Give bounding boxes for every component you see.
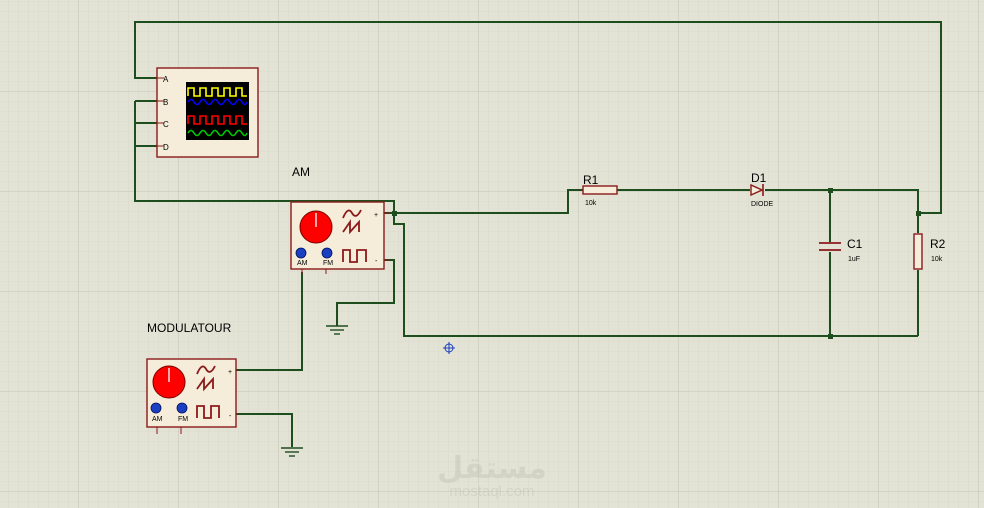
ground-symbol-am[interactable] — [326, 325, 348, 335]
wire-return[interactable] — [393, 213, 918, 337]
resistor-r1-ref: R1 — [583, 173, 599, 187]
wire-mod-to-am[interactable] — [236, 272, 303, 371]
wires — [134, 21, 942, 447]
resistor-r2-ref: R2 — [930, 237, 946, 251]
junctions — [392, 188, 921, 339]
am-waveform-icons — [342, 209, 367, 263]
scope-channel-c: C — [163, 120, 169, 129]
am-knob-am-label: AM — [297, 260, 308, 267]
scope-channel-a: A — [163, 75, 169, 84]
am-plus-label: + — [374, 212, 378, 219]
diode-d1-value: DIODE — [751, 201, 774, 208]
scope-channel-d: D — [163, 143, 169, 152]
am-generator[interactable]: AM FM + - — [290, 201, 390, 274]
am-label: AM — [292, 165, 310, 179]
trace-a — [187, 87, 247, 97]
watermark-arabic: مستقل — [437, 451, 547, 486]
junction-dot — [392, 211, 397, 216]
scope-traces — [187, 87, 248, 137]
wire-am-to-r1[interactable] — [384, 189, 583, 214]
trace-c — [187, 115, 247, 125]
modulator-knob-fm-label: FM — [178, 416, 188, 423]
wire-d1-to-r2[interactable] — [765, 189, 919, 233]
wire-scope-to-am[interactable] — [134, 101, 395, 213]
modulator-label: MODULATOUR — [147, 321, 232, 335]
junction-dot — [828, 188, 833, 193]
watermark: مستقل mostaql.com — [437, 451, 547, 500]
wire-am-ground[interactable] — [336, 259, 395, 326]
junction-dot — [916, 211, 921, 216]
modulator-minus-label: - — [229, 413, 232, 420]
modulator-generator[interactable]: AM FM + - — [146, 358, 237, 434]
modulator-knob-am[interactable] — [150, 402, 162, 414]
trace-d — [187, 129, 248, 137]
modulator-knob-am-label: AM — [152, 416, 163, 423]
am-knob-am[interactable] — [295, 247, 307, 259]
ground-symbol-modulator[interactable] — [281, 447, 303, 457]
oscilloscope[interactable]: A B C D — [156, 67, 259, 158]
resistor-r2[interactable]: R2 10k — [913, 233, 946, 270]
am-knob-fm-label: FM — [323, 260, 333, 267]
modulator-waveform-icons — [196, 365, 220, 419]
am-minus-label: - — [375, 258, 378, 265]
resistor-r1[interactable]: R1 10k — [582, 173, 618, 207]
capacitor-c1-ref: C1 — [847, 237, 863, 251]
diode-d1[interactable]: D1 DIODE — [750, 171, 774, 208]
junction-dot — [828, 334, 833, 339]
diode-d1-triangle — [750, 183, 764, 197]
diode-d1-ref: D1 — [751, 171, 767, 185]
resistor-r2-value: 10k — [931, 256, 943, 263]
am-knob-fm[interactable] — [321, 247, 333, 259]
crosshair-cursor-icon — [443, 342, 455, 354]
modulator-knob-fm[interactable] — [176, 402, 188, 414]
oscilloscope-pins — [157, 77, 164, 147]
capacitor-c1[interactable]: C1 1uF — [819, 237, 863, 263]
wire-mod-ground[interactable] — [236, 413, 293, 447]
watermark-url: mostaql.com — [449, 483, 534, 500]
modulator-plus-label: + — [228, 369, 232, 376]
capacitor-c1-value: 1uF — [848, 256, 860, 263]
wire-scope-a[interactable] — [134, 21, 942, 214]
resistor-r2-body — [913, 233, 923, 270]
resistor-r1-body — [582, 185, 618, 195]
trace-b — [187, 98, 248, 106]
scope-channel-b: B — [163, 98, 168, 107]
resistor-r1-value: 10k — [585, 200, 597, 207]
